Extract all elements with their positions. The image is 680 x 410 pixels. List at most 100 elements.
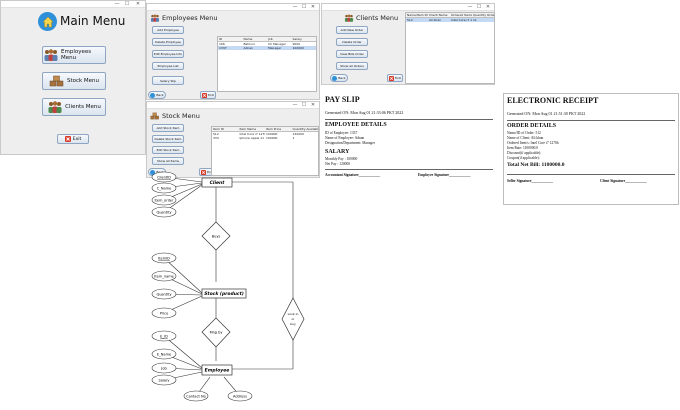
back-button[interactable]: Back	[148, 91, 166, 99]
table-cell: 100000	[266, 132, 278, 136]
minimize-button[interactable]: —	[292, 102, 298, 108]
column-header[interactable]: Item ID	[213, 127, 224, 131]
main-menu-window: — ☐ ✕ Main Menu Employees Menu Stock Men…	[0, 0, 146, 155]
table-cell: 1	[292, 136, 295, 140]
back-button[interactable]: Back	[330, 74, 348, 82]
salary-slip-button[interactable]: Salary Slip	[152, 76, 184, 85]
add-stock-button[interactable]: Add Stock Item	[152, 124, 184, 132]
back-label: Back	[156, 93, 164, 97]
close-button[interactable]: ✕	[310, 102, 316, 108]
entity-label: Stock (product)	[204, 291, 244, 297]
column-header[interactable]: Job	[268, 37, 273, 41]
table-cell: Ali khan	[429, 18, 442, 22]
accountant-signature: Accountant Signature____________	[325, 173, 381, 177]
employees-table[interactable]: ID Name Job Salary 166 Bahlool Ch Manage…	[217, 36, 317, 92]
attribute-label: Quantity	[156, 211, 171, 215]
table-row[interactable]: 512 Intel Core i7 1270h 100000 120000	[212, 132, 318, 136]
minimize-button[interactable]: —	[114, 1, 120, 7]
stock-menu-button[interactable]: Stock Menu	[42, 72, 106, 90]
relationship-label: or	[291, 317, 295, 321]
employee-list-button[interactable]: Employee List	[152, 62, 184, 70]
table-row[interactable]: 166 Bahlool Ch Manager 9000	[218, 42, 316, 46]
detail-line: Item Rate: 1100000.0	[507, 146, 539, 150]
detail-line: Coupon(if applicable):	[507, 156, 540, 160]
attribute-label: Price	[160, 312, 169, 316]
table-cell: 120000	[292, 132, 304, 136]
stock-menu-titlebar: — ☐ ✕	[147, 102, 319, 109]
maximize-button[interactable]: ☐	[124, 1, 130, 7]
delete-stock-button[interactable]: Delete Stock Item	[152, 135, 184, 143]
back-icon	[332, 75, 338, 81]
attribute-label: Item_order	[154, 199, 174, 203]
column-header[interactable]: Name/Item ID	[407, 13, 428, 17]
column-header[interactable]: Ordered Items	[451, 13, 472, 17]
minimize-button[interactable]: —	[467, 4, 473, 10]
employees-menu-button[interactable]: Employees Menu	[42, 46, 106, 64]
back-icon	[150, 92, 156, 98]
detail-line: Name of Employee: Adnan	[325, 136, 365, 140]
attribute-job	[151, 362, 177, 374]
show-items-button[interactable]: Show All Items	[152, 157, 184, 165]
attribute-item-name	[151, 270, 177, 282]
detail-line: Discount(if applicable):	[507, 151, 542, 155]
table-row[interactable]: 512 Ali khan Intel Core i7 1270h 11	[406, 18, 494, 22]
column-header[interactable]: Salary	[292, 37, 302, 41]
table-cell: 333	[213, 136, 219, 140]
maximize-button[interactable]: ☐	[301, 4, 307, 10]
add-stock-label: Add Stock Item	[156, 126, 180, 130]
add-order-label: Add New Order	[340, 28, 364, 32]
add-order-button[interactable]: Add New Order	[336, 26, 368, 34]
main-menu-titlebar: — ☐ ✕	[1, 1, 145, 8]
attribute-item-order	[151, 194, 177, 206]
salary-slip-label: Salary Slip	[160, 78, 176, 83]
edit-stock-button[interactable]: Edit Stock Item	[152, 146, 184, 154]
relationship-label: Look in	[288, 312, 299, 316]
attribute-employee-name	[151, 348, 177, 360]
delete-order-button[interactable]: Delete Order	[336, 38, 368, 46]
generated-date: Generated ON: Mon Aug 01 21:33:06 PKT 20…	[325, 110, 404, 115]
relationship-buys	[201, 221, 231, 251]
exit-button[interactable]: Exit	[200, 91, 216, 99]
column-header[interactable]: Quantity Order	[473, 13, 494, 17]
column-header[interactable]: Quantity Available	[292, 127, 319, 131]
exit-button[interactable]: Exit	[57, 134, 89, 144]
attribute-client-name	[151, 182, 177, 194]
view-bills-button[interactable]: View Bills Order	[336, 50, 368, 58]
entity-label: Client	[210, 180, 226, 186]
detail-line: Monthly Pay : 100000	[325, 157, 358, 161]
exit-icon	[202, 92, 208, 98]
entity-employee	[201, 364, 233, 376]
table-cell: 190000	[266, 136, 278, 140]
entity-client	[201, 177, 233, 188]
employee-list-label: Employee List	[157, 64, 179, 68]
minimize-button[interactable]: —	[292, 4, 298, 10]
close-button[interactable]: ✕	[485, 4, 491, 10]
show-orders-button[interactable]: Show all Orders	[336, 62, 368, 70]
column-header[interactable]: Item Name	[239, 127, 257, 131]
column-header[interactable]: Client Name	[429, 13, 448, 17]
maximize-button[interactable]: ☐	[301, 102, 307, 108]
relationship-label: Buys	[212, 235, 221, 239]
table-row[interactable]: 333 Iphone Apple 11 190000 1	[212, 136, 318, 140]
clients-menu-button[interactable]: Clients Menu	[42, 98, 106, 116]
maximize-button[interactable]: ☐	[476, 4, 482, 10]
page-title: Main Menu	[60, 14, 126, 28]
stock-table[interactable]: Item ID Item Name Item Price Quantity Av…	[211, 126, 319, 176]
clients-icon	[48, 101, 62, 113]
edit-employee-button[interactable]: Edit Employee Info	[152, 50, 184, 58]
add-employee-button[interactable]: Add Employee	[152, 26, 184, 34]
column-header[interactable]: Item Price	[266, 127, 282, 131]
table-row[interactable]: 1337 Adnan Manager 100000	[218, 46, 316, 50]
stock-icon	[150, 112, 159, 120]
column-header[interactable]: ID	[219, 37, 223, 41]
delete-employee-button[interactable]: Delete Employee	[152, 38, 184, 46]
column-header[interactable]: Name	[243, 37, 253, 41]
exit-button[interactable]: Exit	[387, 74, 403, 82]
stock-menu-label: Stock Menu	[66, 78, 100, 84]
detail-line: ID of Employee: 1337	[325, 131, 358, 135]
close-button[interactable]: ✕	[310, 4, 316, 10]
orders-table[interactable]: Name/Item ID Client Name Ordered Items Q…	[405, 12, 495, 84]
clients-menu-label: Clients Menu	[65, 104, 101, 110]
close-button[interactable]: ✕	[135, 1, 141, 7]
attribute-employee-id	[151, 330, 177, 342]
